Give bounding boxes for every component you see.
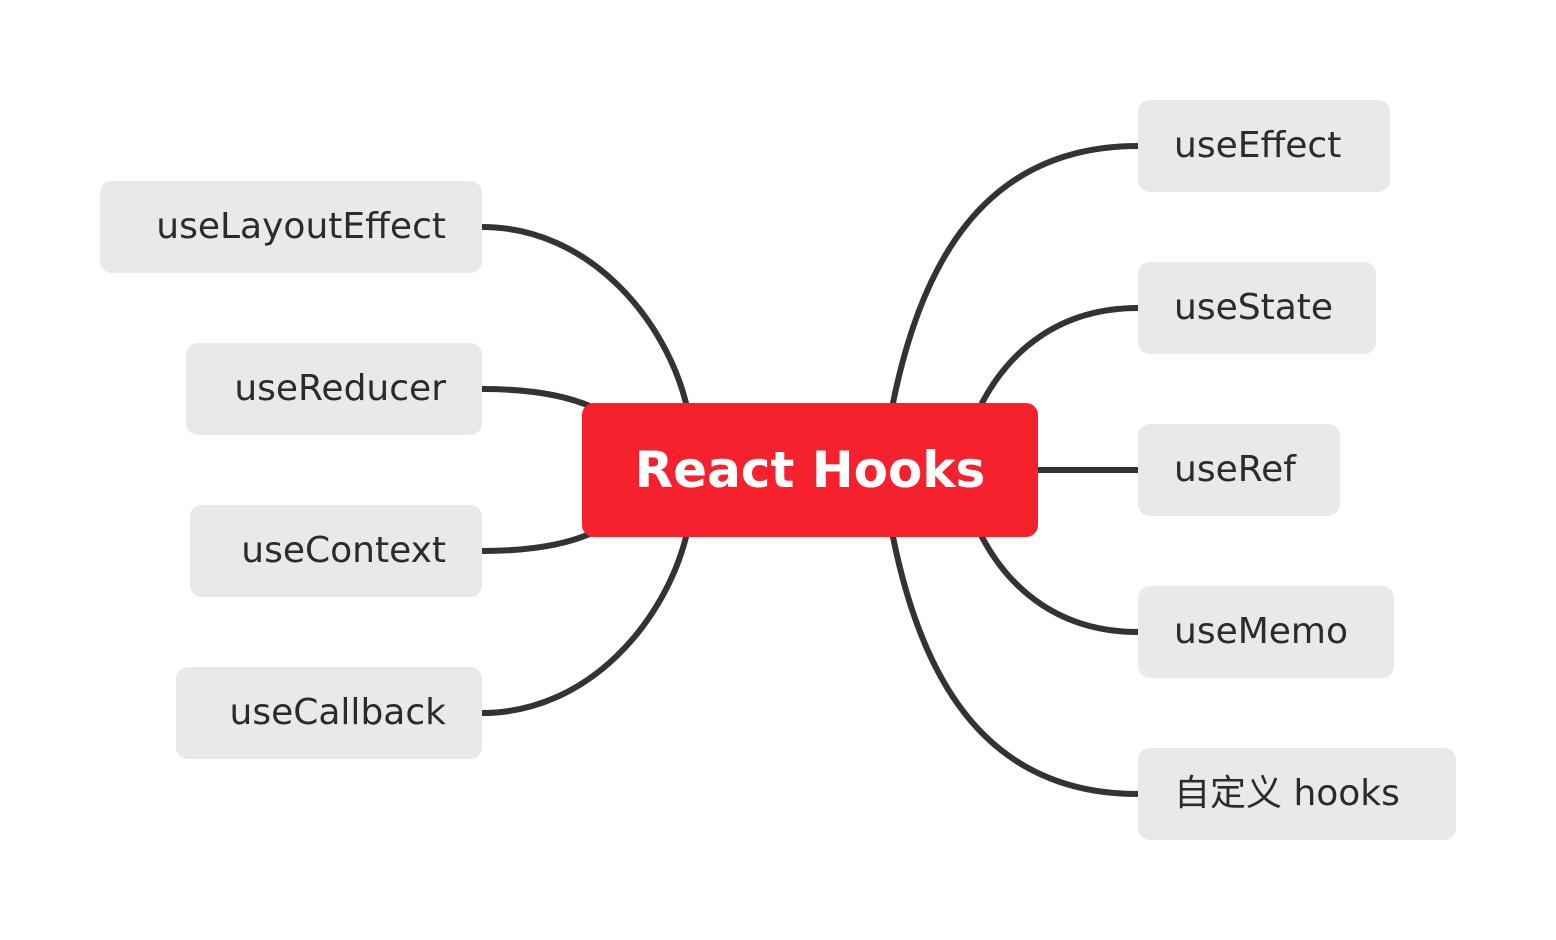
node-useref[interactable]: useRef — [1138, 424, 1340, 516]
connector-custom-hooks — [890, 534, 1141, 797]
node-usecontext[interactable]: useContext — [190, 505, 482, 597]
node-uselayouteffect[interactable]: useLayoutEffect — [100, 181, 482, 273]
connector-useeffect — [890, 143, 1141, 406]
node-usememo[interactable]: useMemo — [1138, 586, 1394, 678]
node-custom-hooks[interactable]: 自定义 hooks — [1138, 748, 1456, 840]
connector-usereducer — [479, 386, 595, 410]
connector-usecontext — [479, 530, 595, 554]
node-usereducer[interactable]: useReducer — [186, 343, 482, 435]
root-node[interactable]: React Hooks — [582, 403, 1038, 537]
connector-usecallback — [479, 534, 689, 716]
connector-usestate — [979, 305, 1141, 406]
node-usecallback[interactable]: useCallback — [176, 667, 482, 759]
node-useeffect[interactable]: useEffect — [1138, 100, 1390, 192]
node-usestate[interactable]: useState — [1138, 262, 1376, 354]
connector-usememo — [979, 534, 1141, 635]
connector-uselayouteffect — [479, 224, 689, 406]
